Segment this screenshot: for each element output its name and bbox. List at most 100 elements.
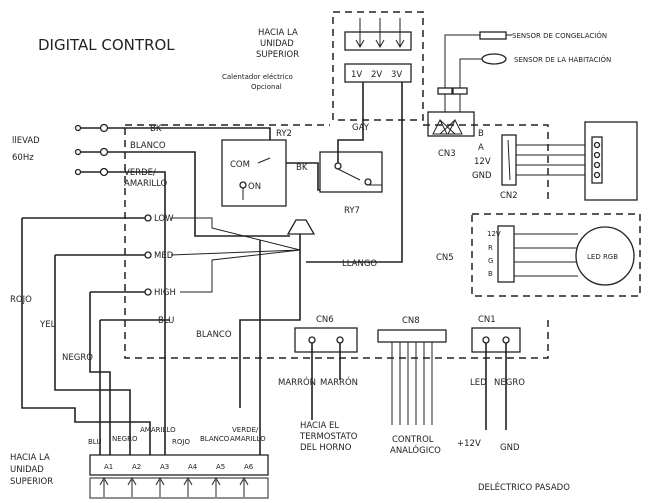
label-negro-2: NEGRO (494, 378, 525, 388)
term-label-0: BLU (88, 438, 101, 446)
label-hacia-top-2: UNIDAD (260, 39, 294, 49)
cn8-connector (377, 329, 447, 343)
label-cn5: CN5 (436, 253, 454, 263)
label-led: LED (470, 378, 487, 388)
svg-text:A5: A5 (216, 463, 225, 471)
label-plus12v: +12V (457, 439, 481, 449)
freeze-sensor-icon (479, 31, 507, 40)
label-sensor-habitacion: SENSOR DE LA HABITACIÓN (514, 55, 611, 64)
cn3-connector (427, 111, 475, 137)
bottom-terminal-block (89, 454, 269, 476)
label-side-b: B (478, 129, 484, 139)
label-blanco2: BLANCO (196, 330, 232, 340)
term-label-5: VERDE/ (232, 426, 259, 434)
cn2-connector (501, 134, 517, 186)
label-control-2: ANALÓGICO (390, 444, 441, 456)
cn5-connector (497, 225, 515, 283)
label-blu: BLU (158, 316, 174, 326)
label-ry7: RY7 (344, 206, 360, 216)
top-arrows (355, 18, 405, 49)
label-hacia-top-1: HACIA LA (258, 28, 298, 38)
label-cn1: CN1 (478, 315, 496, 325)
label-side-12v: 12V (474, 157, 491, 167)
term-label-4: BLANCO (200, 435, 230, 443)
label-on: ON (248, 182, 261, 192)
label-led-g: G (488, 257, 493, 265)
label-60hz: 60Hz (12, 153, 34, 163)
fan-motor-junction (286, 219, 316, 235)
label-low: LOW (154, 214, 174, 224)
bottom-unit-block (89, 477, 269, 499)
relay-ry2 (221, 139, 287, 207)
label-com: COM (230, 160, 250, 170)
label-yel: YEL (39, 320, 56, 330)
label-led-r: R (488, 244, 493, 252)
voltage-terminal-block (344, 63, 412, 83)
label-horno-1: HACIA EL (300, 421, 339, 431)
label-led-b: B (488, 270, 493, 278)
label-bk: BK (150, 124, 162, 134)
top-unit-box (332, 11, 424, 121)
label-cn3: CN3 (438, 149, 456, 159)
label-verde: VERDE/ (124, 168, 156, 178)
mains-terminals (74, 123, 109, 177)
label-hacia-top-3: SUPERIOR (256, 50, 299, 60)
side-board-pins (593, 141, 601, 179)
term-label-1: NEGRO (112, 435, 138, 443)
label-med: MED (154, 251, 174, 261)
cn1-connector (471, 327, 521, 353)
label-horno-3: DEL HORNO (300, 443, 352, 453)
label-marron-2: MARRÓN (320, 376, 358, 388)
room-sensor-icon (481, 53, 507, 65)
label-blanco: BLANCO (130, 141, 166, 151)
label-amarillo: AMARILLO (124, 179, 168, 189)
led-rgb-icon (575, 226, 635, 286)
label-ry2: RY2 (276, 129, 292, 139)
label-side-a: A (478, 143, 484, 153)
label-calentador-2: Opcional (251, 83, 282, 91)
label-llevado: llEVAD (12, 136, 40, 146)
label-control-1: CONTROL (392, 435, 434, 445)
label-sensor-congelacion: SENSOR DE CONGELACIÓN (512, 31, 607, 40)
svg-text:A1: A1 (104, 463, 113, 471)
label-bottom-hacia-3: SUPERIOR (10, 477, 53, 487)
svg-text:A3: A3 (160, 463, 169, 471)
label-rojo: ROJO (10, 295, 32, 305)
label-calentador-1: Calentador eléctrico (222, 73, 293, 81)
terminal-2v: 2V (371, 70, 382, 80)
fan-speed-terminals (144, 214, 152, 296)
label-cn6: CN6 (316, 315, 334, 325)
label-led-12v: 12V (487, 230, 501, 238)
svg-text:A4: A4 (188, 463, 198, 471)
label-gay: GAY (352, 123, 370, 133)
led-rgb-box (471, 213, 641, 297)
term-label-2: AMARILLO (140, 426, 176, 434)
label-cn8: CN8 (402, 316, 420, 326)
label-marron-1: MARRÓN (278, 376, 316, 388)
label-gnd-2: GND (500, 443, 520, 453)
label-side-gnd: GND (472, 171, 492, 181)
label-bottom-hacia-2: UNIDAD (10, 465, 44, 475)
top-heater-connector (344, 31, 412, 51)
label-led-rgb: LED RGB (587, 253, 618, 261)
label-horno-2: TERMOSTATO (299, 432, 358, 442)
bottom-terminals: A1 A2 A3 A4 A5 A6 (104, 463, 254, 471)
relay-ry7 (319, 151, 383, 193)
label-bottom-hacia-1: HACIA LA (10, 453, 50, 463)
terminal-1v: 1V (351, 70, 362, 80)
terminal-3v: 3V (391, 70, 402, 80)
label-cn2: CN2 (500, 191, 518, 201)
term-label-3: ROJO (172, 438, 190, 446)
bottom-up-arrows (99, 476, 249, 497)
diagram-title: DIGITAL CONTROL (38, 36, 175, 54)
label-llango: LLANGO (342, 259, 377, 269)
svg-text:A6: A6 (244, 463, 254, 471)
label-negro: NEGRO (62, 353, 93, 363)
cn6-connector (294, 327, 358, 353)
cn8-wires (391, 342, 433, 425)
term-label-6: AMARILLO (230, 435, 266, 443)
svg-text:A2: A2 (132, 463, 141, 471)
label-bk2: BK (296, 163, 308, 173)
label-electrico-pasado: DELÉCTRICO PASADO (478, 481, 570, 493)
